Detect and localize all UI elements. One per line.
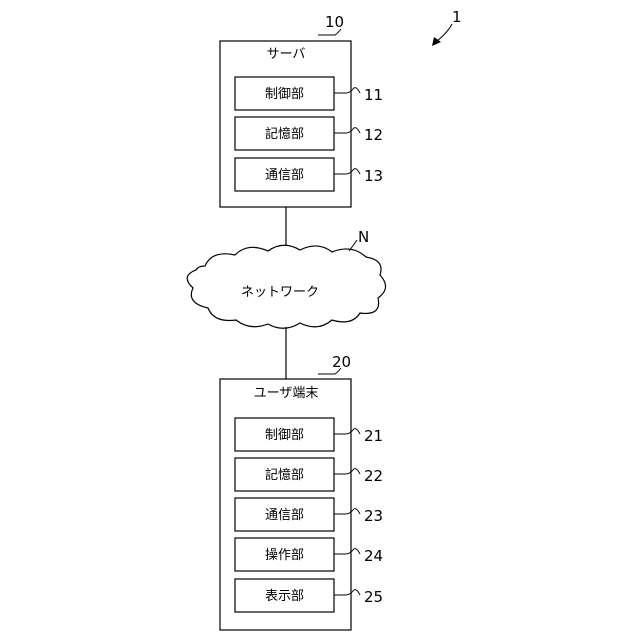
terminal-operation-unit-label: 操作部 (265, 547, 304, 563)
server-title: サーバ (267, 47, 306, 62)
terminal-title: ユーザ端末 (254, 386, 319, 401)
network-label: ネットワーク (241, 285, 319, 300)
server-storage-unit-label: 記憶部 (265, 126, 304, 142)
server-communication-unit-label: 通信部 (265, 168, 304, 183)
system-reference: 1 (432, 8, 462, 46)
terminal-ref-number: 20 (332, 353, 351, 371)
terminal-block: ユーザ端末 20 制御部 21 記憶部 22 通信部 23 操作部 24 表示部… (220, 353, 383, 630)
server-storage-unit-ref: 12 (364, 126, 383, 144)
terminal-storage-unit-ref: 22 (364, 467, 383, 485)
system-ref-number: 1 (452, 8, 462, 26)
terminal-communication-unit-label: 通信部 (265, 508, 304, 523)
terminal-operation-unit-ref: 24 (364, 547, 383, 565)
system-ref-leader (436, 24, 452, 42)
terminal-display-unit-label: 表示部 (265, 589, 304, 604)
server-block: サーバ 10 制御部 11 記憶部 12 通信部 13 (220, 13, 383, 207)
server-control-unit-ref: 11 (364, 86, 383, 104)
terminal-control-unit-ref: 21 (364, 427, 383, 445)
server-ref-number: 10 (325, 13, 344, 31)
network-ref-letter: N (358, 228, 369, 246)
server-communication-unit-ref: 13 (364, 167, 383, 185)
terminal-control-unit-label: 制御部 (265, 428, 304, 443)
terminal-communication-unit-ref: 23 (364, 507, 383, 525)
server-control-unit-label: 制御部 (265, 87, 304, 102)
terminal-storage-unit-label: 記憶部 (265, 467, 304, 483)
terminal-display-unit-ref: 25 (364, 588, 383, 606)
